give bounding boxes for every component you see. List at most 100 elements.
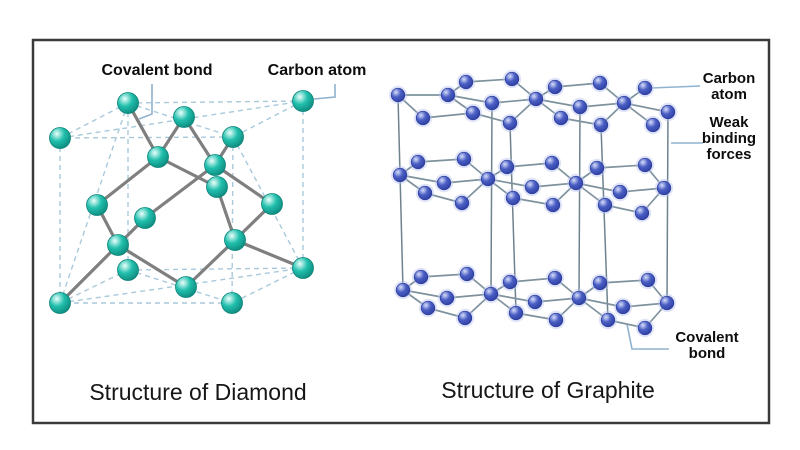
graphite-carbon-atom bbox=[592, 75, 608, 91]
covalent-bond-line bbox=[399, 174, 445, 184]
graphite-carbon-atom bbox=[465, 105, 481, 121]
diamond-carbon-atom bbox=[49, 292, 71, 314]
weak-binding-line bbox=[666, 112, 669, 304]
graphite-carbon-atom bbox=[436, 175, 452, 191]
graphite-carbon-atom bbox=[483, 286, 499, 302]
covalent-bond-line bbox=[619, 187, 665, 193]
covalent-bond-line bbox=[420, 273, 468, 278]
label-weak-binding-forces: Weak binding forces bbox=[702, 115, 756, 163]
graphite-carbon-atom bbox=[502, 274, 518, 290]
covalent-bond-line bbox=[579, 102, 625, 108]
diamond-carbon-atom bbox=[204, 154, 226, 176]
graphite-carbon-atom bbox=[571, 290, 587, 306]
graphite-carbon-atom bbox=[660, 104, 676, 120]
weak-binding-line bbox=[397, 95, 404, 291]
graphite-carbon-atom bbox=[615, 299, 631, 315]
covalent-bond-line bbox=[116, 243, 188, 289]
diamond-carbon-atom bbox=[147, 146, 169, 168]
covalent-bond-line bbox=[465, 78, 513, 83]
diamond-carbon-atom bbox=[173, 106, 195, 128]
graphite-carbon-atom bbox=[459, 266, 475, 282]
graphite-carbon-atom bbox=[524, 179, 540, 195]
label-covalent-bond-graphite: Covalent bond bbox=[675, 330, 738, 362]
graphite-carbon-atom bbox=[439, 290, 455, 306]
diamond-carbon-atom bbox=[117, 92, 139, 114]
graphite-layer-atoms bbox=[388, 69, 678, 135]
graphite-carbon-atom bbox=[572, 99, 588, 115]
label-line: binding bbox=[701, 130, 757, 147]
graphite-carbon-atom bbox=[637, 157, 653, 173]
diamond-carbon-atom bbox=[107, 234, 129, 256]
covalent-bond-line bbox=[509, 277, 556, 283]
graphite-carbon-atom bbox=[548, 312, 564, 328]
graphite-carbon-atom bbox=[413, 269, 429, 285]
label-carbon-atom-graphite: Carbon atom bbox=[703, 71, 756, 103]
graphite-layer-atoms bbox=[390, 149, 674, 223]
graphite-carbon-atom bbox=[484, 95, 500, 111]
covalent-bond-line bbox=[491, 98, 537, 104]
graphite-carbon-atom bbox=[415, 110, 431, 126]
graphite-carbon-atom bbox=[457, 310, 473, 326]
diamond-carbon-atom bbox=[86, 194, 108, 216]
label-connector-line bbox=[138, 84, 153, 120]
covalent-bond-line bbox=[143, 163, 217, 220]
unit-cell-edge bbox=[59, 100, 304, 139]
graphite-layer-3 bbox=[393, 264, 677, 338]
covalent-bond-line bbox=[535, 98, 581, 108]
covalent-bond-line bbox=[95, 155, 160, 207]
figure-border bbox=[31, 38, 771, 425]
graphite-carbon-atom bbox=[508, 305, 524, 321]
covalent-bond-line bbox=[487, 178, 533, 188]
graphite-carbon-atom bbox=[499, 159, 515, 175]
graphite-carbon-atom bbox=[589, 160, 605, 176]
diamond-carbon-atom bbox=[261, 193, 283, 215]
graphite-carbon-atom bbox=[528, 91, 544, 107]
label-line: atom bbox=[711, 86, 747, 103]
unit-cell-edge bbox=[59, 269, 129, 304]
diamond-atoms bbox=[49, 90, 314, 314]
unit-cell-edge bbox=[127, 100, 304, 104]
graphite-carbon-atom bbox=[656, 180, 672, 196]
graphite-carbon-atom bbox=[637, 320, 653, 336]
graphite-carbon-atom bbox=[637, 80, 653, 96]
graphite-carbon-atom bbox=[392, 167, 408, 183]
covalent-bond-line bbox=[58, 243, 120, 305]
graphite-carbon-atom bbox=[592, 275, 608, 291]
graphite-carbon-atom bbox=[395, 282, 411, 298]
covalent-bond-line bbox=[578, 297, 624, 308]
weak-binding-line bbox=[600, 125, 609, 321]
unit-cell-edge bbox=[59, 102, 129, 139]
label-line: Weak bbox=[709, 114, 749, 131]
covalent-bond-line bbox=[554, 82, 601, 88]
covalent-bond-line bbox=[531, 182, 577, 188]
graphite-carbon-atom bbox=[527, 294, 543, 310]
graphite-carbon-atom bbox=[454, 195, 470, 211]
covalent-bond-line bbox=[446, 293, 492, 299]
diamond-carbon-atom bbox=[134, 207, 156, 229]
graphite-carbon-atom bbox=[504, 71, 520, 87]
graphite-carbon-atom bbox=[456, 151, 472, 167]
graphite-layer-1 bbox=[388, 69, 678, 135]
diamond-carbon-atom bbox=[175, 276, 197, 298]
covalent-bond-line bbox=[402, 289, 448, 299]
graphite-carbon-atom bbox=[502, 115, 518, 131]
title-text: Structure of Diamond bbox=[89, 379, 307, 405]
covalent-bond-line bbox=[422, 112, 474, 119]
label-connector-line bbox=[313, 84, 336, 100]
covalent-bond-line bbox=[623, 102, 669, 113]
covalent-bond-line bbox=[447, 94, 493, 104]
covalent-bond-line bbox=[622, 302, 668, 308]
diamond-carbon-atom bbox=[292, 90, 314, 112]
diamond-carbon-atom bbox=[221, 292, 243, 314]
unit-cell-edge bbox=[59, 136, 234, 139]
covalent-bond-line bbox=[184, 238, 237, 289]
label-connector-line bbox=[650, 85, 701, 89]
graphite-carbon-atom bbox=[420, 300, 436, 316]
graphite-carbon-atom bbox=[480, 171, 496, 187]
graphite-carbon-atom bbox=[597, 197, 613, 213]
covalent-bond-line bbox=[490, 293, 536, 303]
weak-binding-line bbox=[578, 107, 581, 299]
label-text: Carbon atom bbox=[267, 62, 367, 79]
covalent-bond-line bbox=[233, 238, 305, 270]
